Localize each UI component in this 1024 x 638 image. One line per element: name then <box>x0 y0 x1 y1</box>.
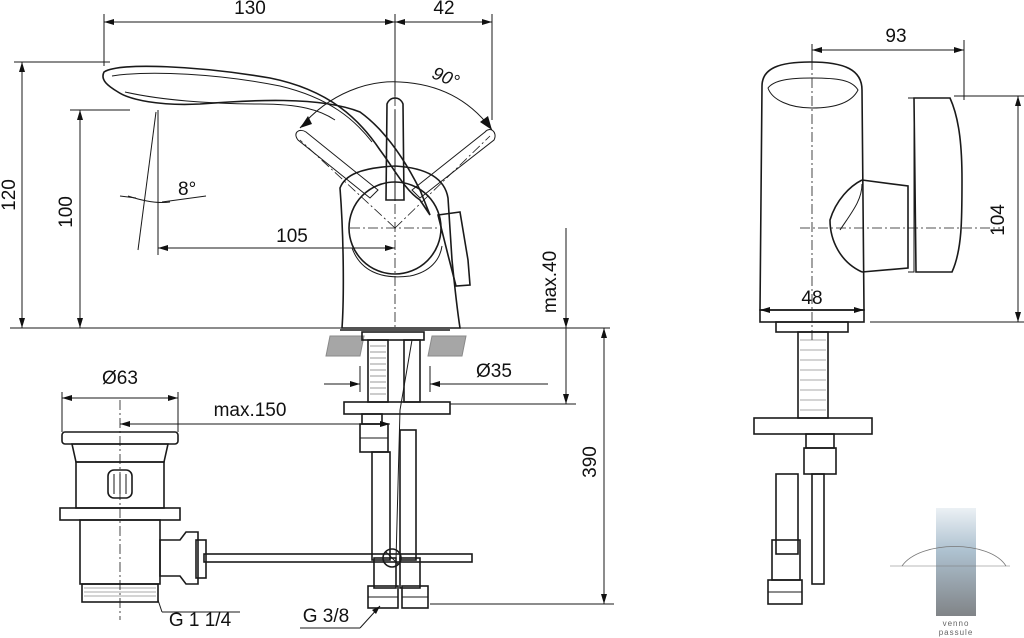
dim-spout-angle: 8° <box>178 179 196 200</box>
front-dimensions <box>14 14 614 629</box>
dim-side-width: 93 <box>885 26 906 47</box>
faucet-front-view <box>102 65 496 329</box>
dim-hole-diameter: Ø35 <box>476 361 512 382</box>
dim-total-height: 120 <box>0 179 20 211</box>
dim-base-width: 48 <box>801 288 822 309</box>
svg-text:passule: passule <box>939 628 974 637</box>
underdeck-assembly <box>203 339 473 609</box>
dim-spout-height: 100 <box>56 196 77 228</box>
dim-deck-thickness: max.40 <box>540 251 561 313</box>
deck-section <box>10 327 610 357</box>
dim-rod-length: max.150 <box>214 400 287 421</box>
dim-handle-angle: 90° <box>429 63 462 92</box>
pop-up-waste <box>59 400 207 620</box>
dim-handle-offset: 42 <box>433 0 454 19</box>
side-dimensions <box>760 40 1024 323</box>
dim-supply-thread: G 3/8 <box>303 606 349 627</box>
watermark-text: venno <box>943 619 970 628</box>
watermark-logo: venno passule <box>890 508 1010 637</box>
dim-spout-reach: 130 <box>234 0 266 19</box>
dim-side-height: 104 <box>988 204 1009 236</box>
dim-inner-reach: 105 <box>276 226 308 247</box>
dim-waste-diameter: Ø63 <box>102 368 138 389</box>
dim-waste-thread: G 1 1/4 <box>169 610 232 631</box>
dim-under-length: 390 <box>580 446 601 478</box>
